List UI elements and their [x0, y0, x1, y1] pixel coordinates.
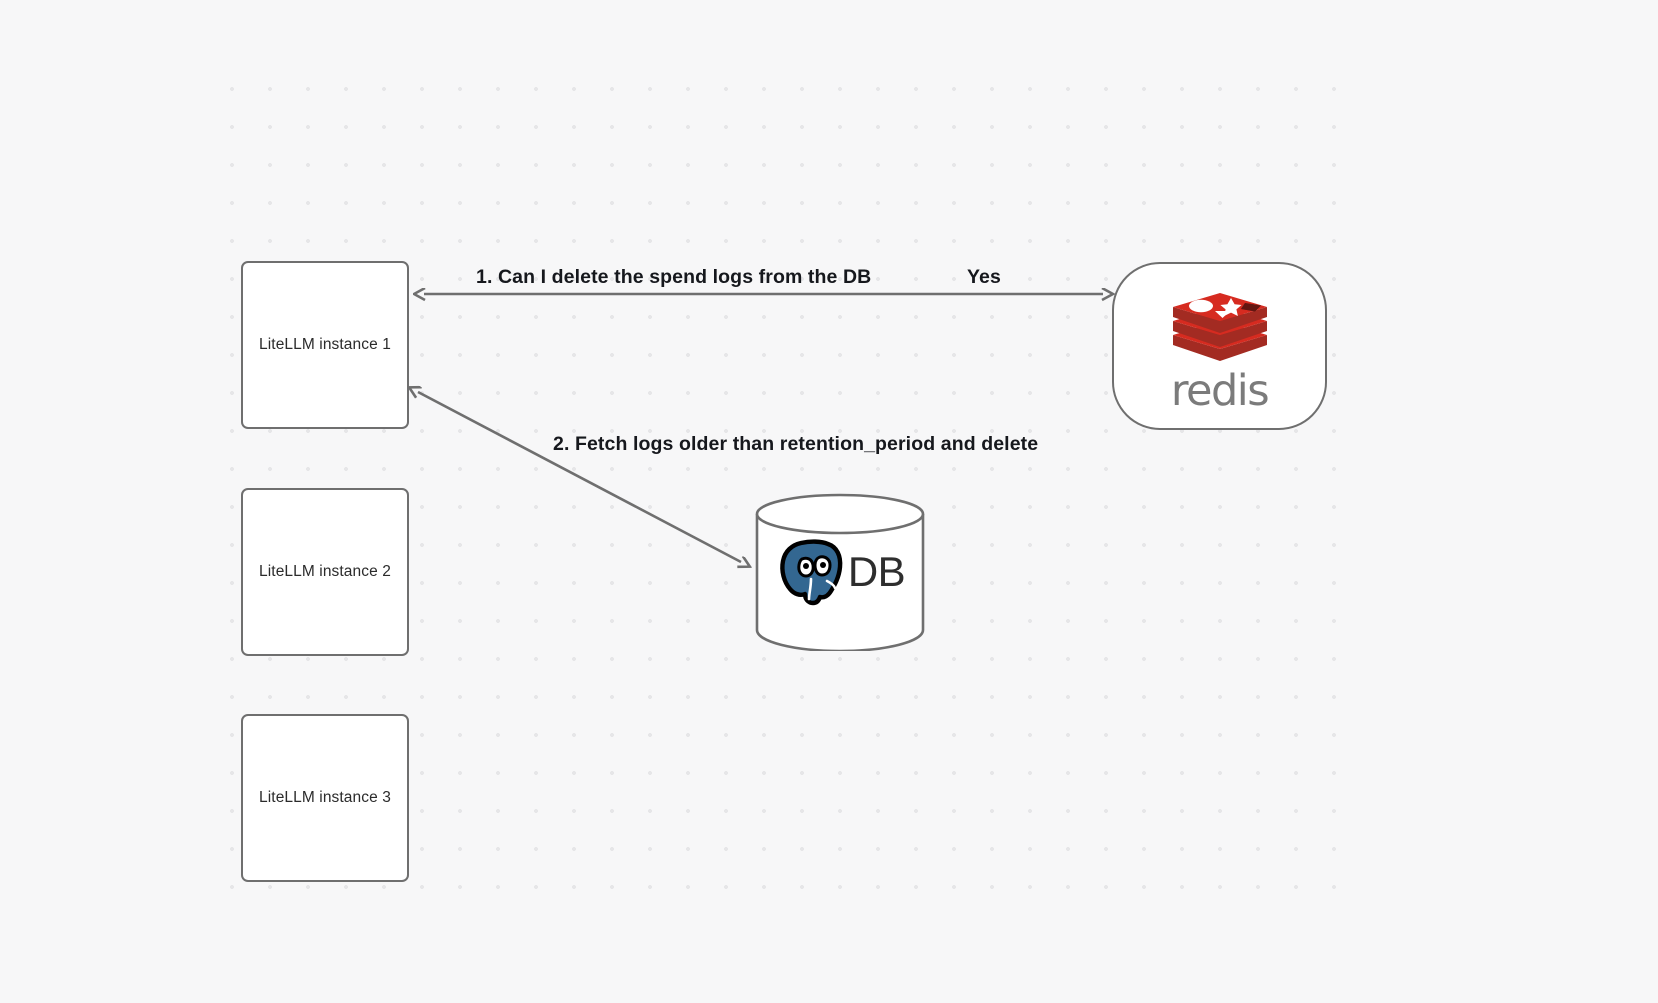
node-litellm-instance-1[interactable]: LiteLLM instance 1	[241, 261, 409, 429]
edge-label-question: 1. Can I delete the spend logs from the …	[476, 266, 872, 288]
edge-llm1-db	[418, 392, 741, 562]
database-cylinder-shape	[755, 493, 925, 653]
edge-llm1-db-line	[418, 392, 741, 562]
redis-wordmark: redis	[1170, 365, 1270, 416]
node-litellm-instance-2[interactable]: LiteLLM instance 2	[241, 488, 409, 656]
edge-label-answer: Yes	[967, 266, 1001, 288]
node-litellm-instance-2-label: LiteLLM instance 2	[259, 563, 391, 581]
edge-label-fetch-delete: 2. Fetch logs older than retention_perio…	[553, 433, 1039, 455]
node-database[interactable]: DB	[754, 493, 926, 653]
node-litellm-instance-3[interactable]: LiteLLM instance 3	[241, 714, 409, 882]
redis-logo-group: redis	[1169, 283, 1271, 412]
node-litellm-instance-3-label: LiteLLM instance 3	[259, 789, 391, 807]
redis-logo-icon	[1172, 292, 1267, 361]
node-redis[interactable]: redis	[1112, 262, 1327, 430]
node-litellm-instance-1-label: LiteLLM instance 1	[259, 336, 391, 354]
